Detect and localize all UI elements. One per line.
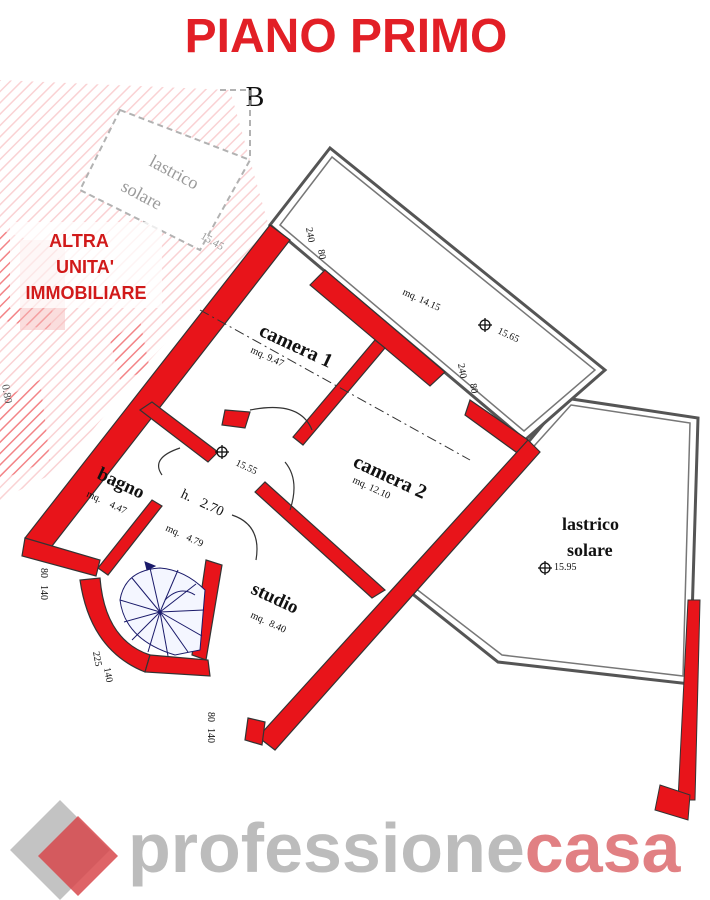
- right-terrace-outline: [402, 396, 700, 686]
- grid-letter: B: [246, 82, 265, 113]
- lastrico-right-line1: lastrico: [562, 514, 619, 534]
- axis-line: [199, 309, 471, 461]
- brand-text-professione: professionecasa: [128, 809, 682, 887]
- walls: [21, 224, 541, 751]
- logo-diamond-red: [38, 816, 118, 896]
- dim-label: 240: [303, 227, 316, 244]
- dim-label: 80: [467, 383, 480, 395]
- staircase: [119, 561, 206, 657]
- dim-label: 225: [90, 651, 103, 668]
- dim-label: 80: [38, 568, 49, 578]
- neighbour-label-3: IMMOBILIARE: [26, 283, 147, 303]
- camera1-name: camera 1: [256, 320, 336, 373]
- left-edge-level: 0.80: [0, 383, 14, 405]
- brand-logo: professionecasa: [10, 800, 682, 900]
- brand-part1: professione: [128, 809, 525, 887]
- hall-level: 15.55: [234, 458, 259, 477]
- dimension-labels: 240 80 240 80 80 140 225 140 80 140: [38, 227, 480, 743]
- dim-label: 140: [205, 728, 216, 743]
- brand-part2: casa: [525, 809, 682, 887]
- dim-label: 80: [315, 249, 328, 261]
- level-markers: [215, 318, 552, 575]
- neighbour-label-bg: [10, 222, 162, 308]
- plan-title: PIANO PRIMO: [185, 10, 508, 63]
- neighbour-label-1: ALTRA: [49, 231, 109, 251]
- neighbour-label-2: UNITA': [56, 257, 114, 277]
- door-swings: [158, 406, 313, 561]
- right-edge-wall: [677, 599, 701, 801]
- dim-label: 80: [205, 712, 216, 722]
- dim-label: 140: [38, 585, 49, 600]
- hall-height: h. 2.70: [178, 487, 226, 520]
- dim-label: 140: [101, 667, 114, 684]
- hall-area: mq. 4.79: [164, 523, 205, 550]
- lastrico-right-level: 15.95: [554, 562, 577, 573]
- dim-label: 240: [455, 363, 468, 380]
- lastrico-right-line2: solare: [567, 540, 613, 560]
- studio-area: mq. 8.40: [249, 610, 288, 636]
